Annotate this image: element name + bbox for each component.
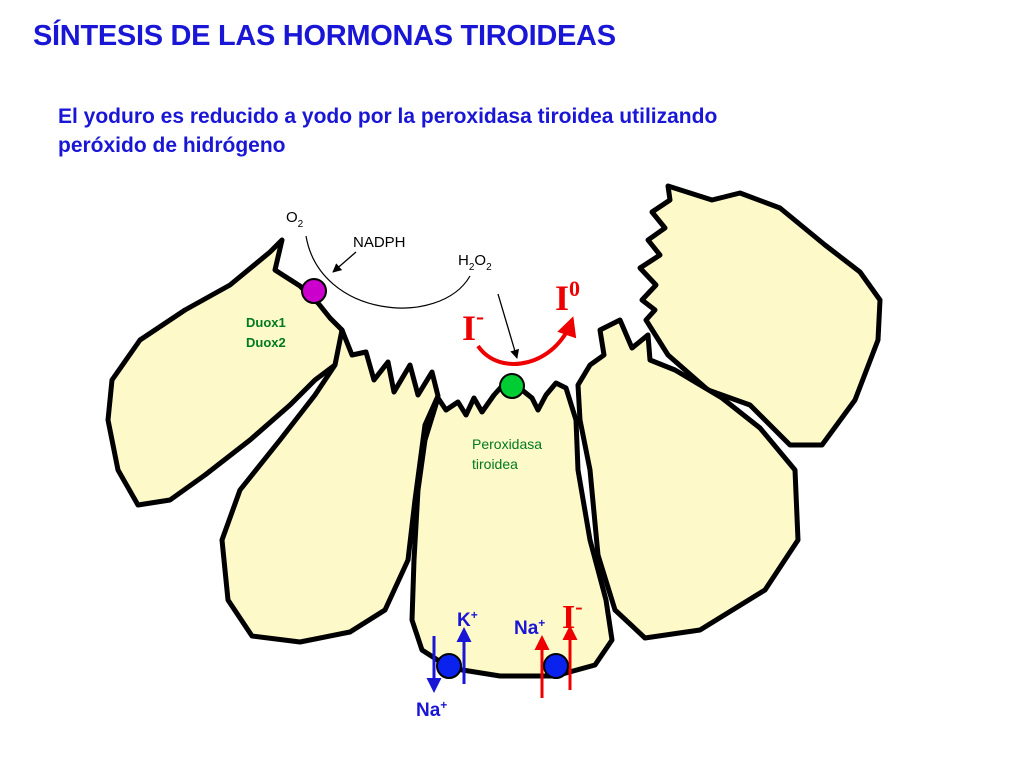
na-bottom-label: Na+ [416, 698, 447, 721]
subtitle: El yoduro es reducido a yodo por la pero… [58, 102, 938, 160]
cell-middle [409, 379, 615, 679]
na-right-label: Na+ [514, 616, 545, 639]
o2-label: O2 [286, 209, 304, 230]
peroxidasa-label-2: tiroidea [472, 456, 518, 472]
k-label: K+ [457, 608, 478, 631]
iodide-to-iodine-arrow [476, 316, 577, 366]
nadph-label: NADPH [353, 234, 406, 251]
subtitle-line-1: El yoduro es reducido a yodo por la pero… [58, 105, 718, 128]
duox1-label: Duox1 [246, 315, 286, 330]
peroxidase-enzyme-dot [499, 373, 525, 399]
iodide-label: I- [462, 304, 484, 348]
peroxidasa-label-1: Peroxidasa [472, 436, 542, 452]
na-k-pump-dot [436, 653, 462, 679]
iodide-transport-label: I- [562, 594, 583, 636]
nis-symporter-dot [543, 653, 569, 679]
subtitle-line-2: peróxido de hidrógeno [58, 134, 286, 157]
nadph-arrow [332, 251, 357, 273]
o2-to-h2o2-arc [305, 235, 471, 309]
page-title: SÍNTESIS DE LAS HORMONAS TIROIDEAS [33, 20, 616, 52]
h2o2-label: H2O2 [458, 252, 492, 273]
h2o2-to-peroxidase-arrow [497, 293, 520, 359]
cell-left-middle [219, 327, 441, 645]
duox2-label: Duox2 [246, 335, 286, 350]
cell-right [575, 317, 801, 641]
iodine-label: I0 [555, 276, 580, 318]
duox-enzyme-dot [301, 278, 327, 304]
